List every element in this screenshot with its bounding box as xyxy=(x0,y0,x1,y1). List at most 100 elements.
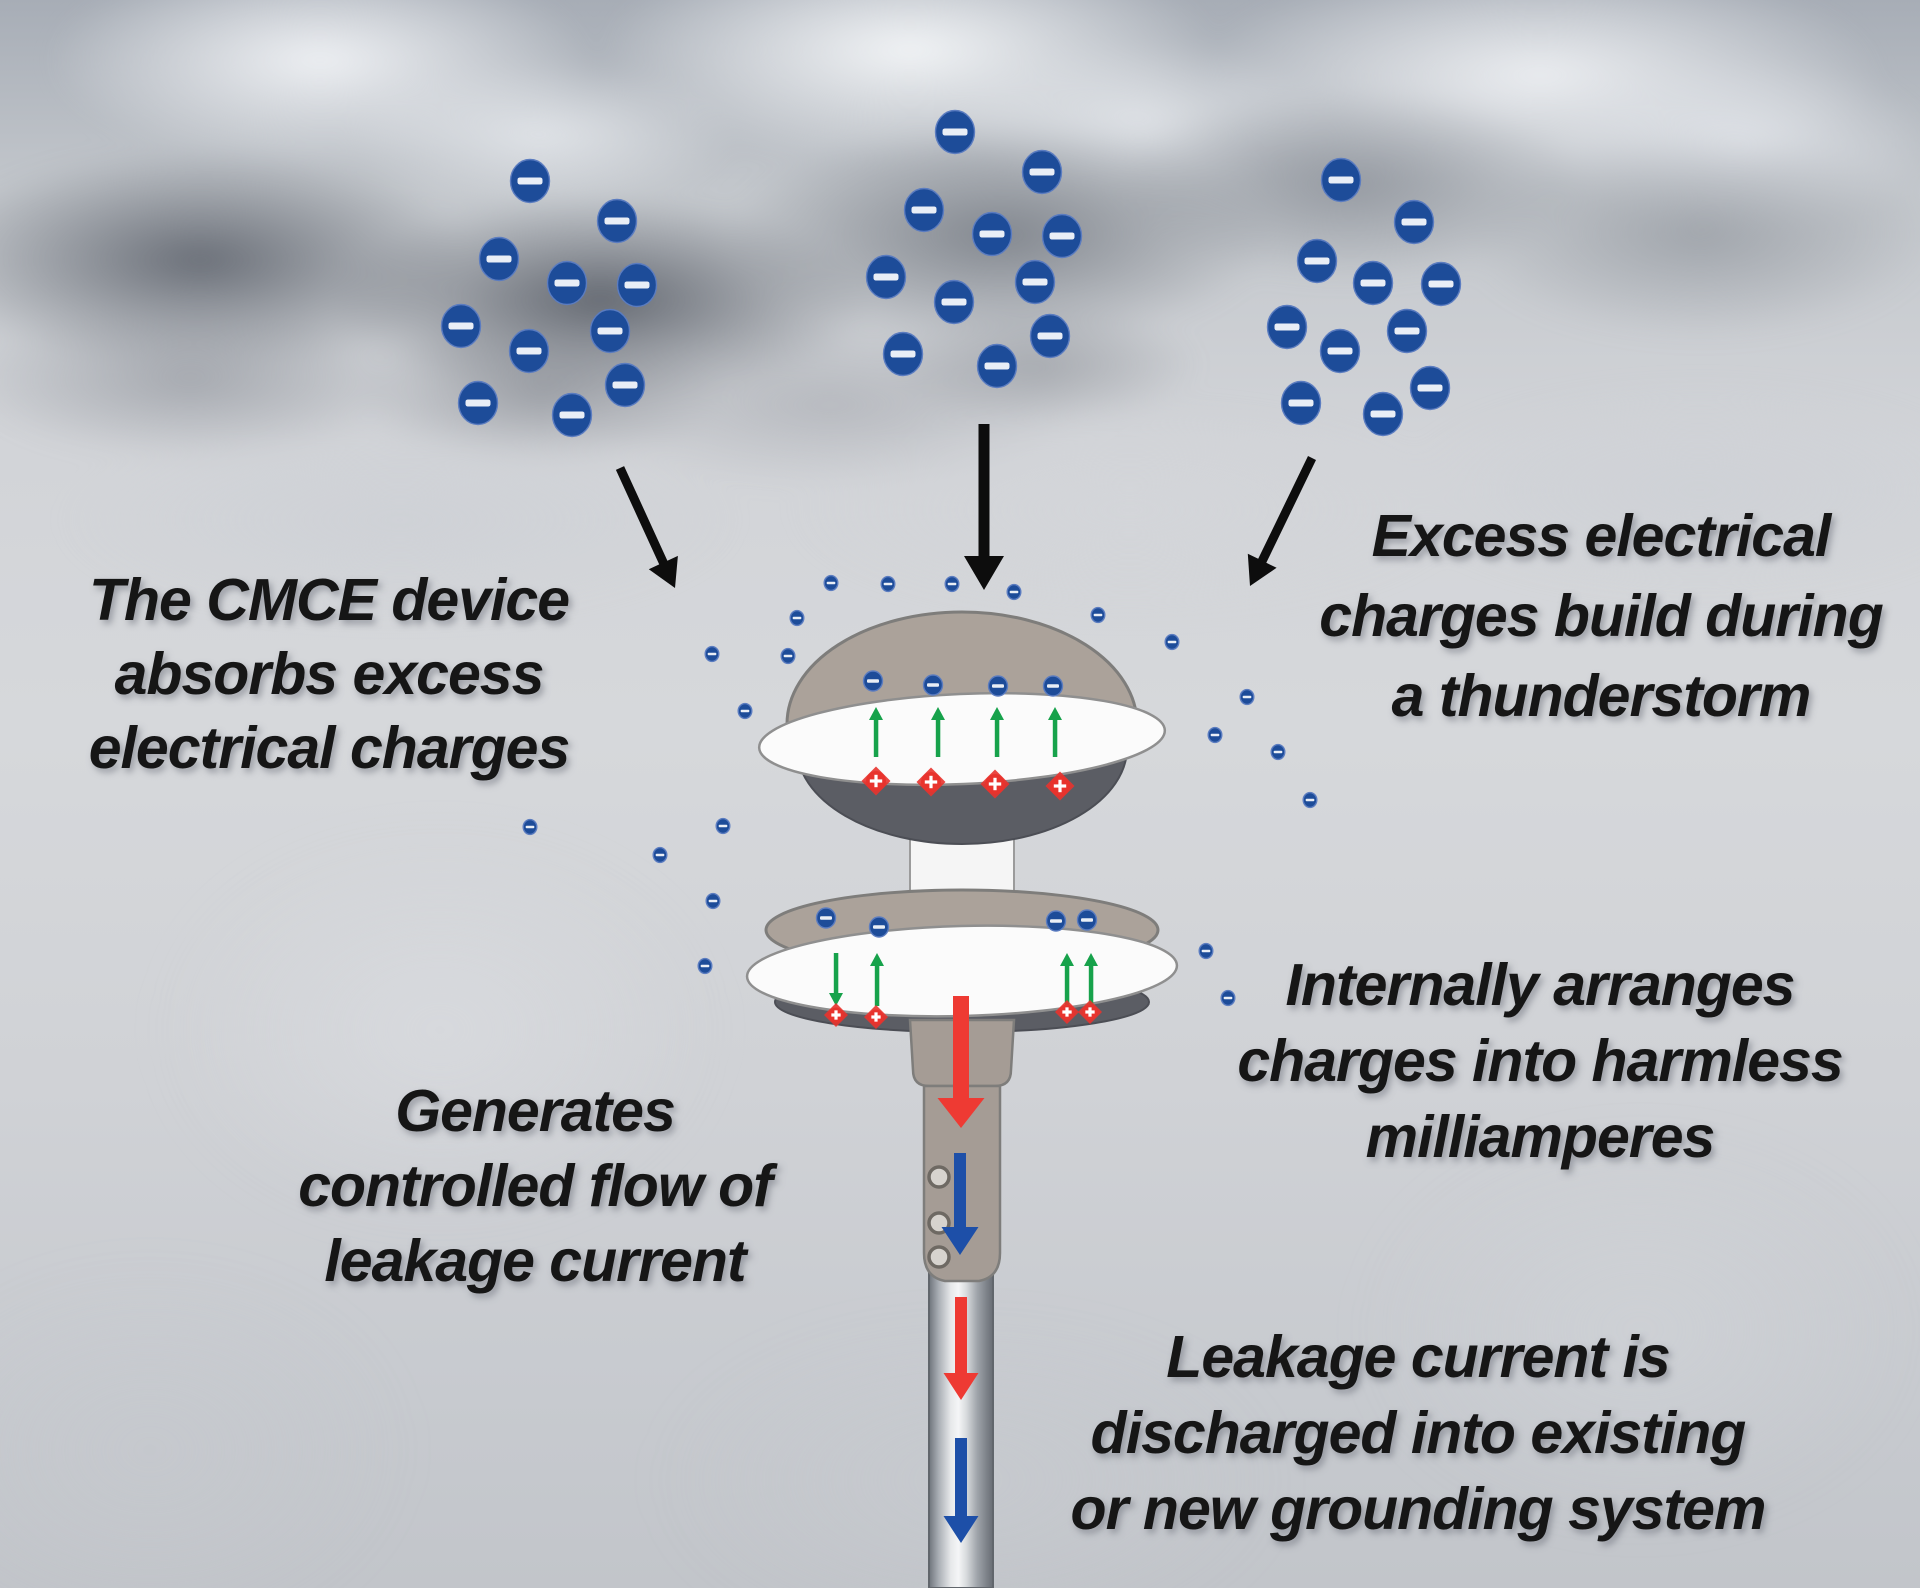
charge-flow-arrows xyxy=(615,424,1316,590)
dark-cloud xyxy=(1380,95,1920,375)
negative-charge xyxy=(976,343,1018,389)
negative-charge xyxy=(1320,157,1362,203)
ambient-negative-dot xyxy=(823,574,839,592)
negative-charge xyxy=(934,109,976,155)
ambient-negative-dot xyxy=(880,575,896,593)
negative-charge xyxy=(971,211,1013,257)
label-line: Internally arranges xyxy=(1285,952,1796,1018)
negative-charge xyxy=(933,279,975,325)
ambient-negative-dot xyxy=(704,645,720,663)
cloud-charge-clusters xyxy=(440,109,1462,438)
ambient-negative-dot xyxy=(652,846,668,864)
ambient-negative-dot xyxy=(1090,606,1106,624)
label-internally-arranges: Internally arranges charges into harmles… xyxy=(1237,947,1843,1175)
leakage-blue-arrow-upper xyxy=(941,1153,979,1255)
ambient-negative-dot xyxy=(789,609,805,627)
leakage-red-arrow-lower xyxy=(943,1297,979,1400)
label-line: electrical charges xyxy=(88,715,571,781)
leakage-red-arrow-upper xyxy=(937,996,985,1128)
label-line: Leakage current is xyxy=(1166,1324,1670,1390)
negative-charge xyxy=(1386,308,1428,354)
negative-charge xyxy=(1362,391,1404,437)
label-cmce-absorbs: The CMCE device absorbs excess electrica… xyxy=(88,563,571,785)
pole-hole xyxy=(927,1165,951,1189)
negative-charge xyxy=(596,198,638,244)
negative-charge xyxy=(882,331,924,377)
green-charge-arrow xyxy=(870,953,884,1006)
negative-charge xyxy=(1029,313,1071,359)
label-line: discharged into existing xyxy=(1090,1400,1747,1466)
charge-flow-arrow-left xyxy=(615,466,678,588)
negative-charge xyxy=(546,260,588,306)
label-line: milliamperes xyxy=(1365,1104,1716,1170)
ambient-charge-dots xyxy=(522,574,1318,1007)
green-charge-arrow xyxy=(829,953,843,1006)
label-line: charges into harmless xyxy=(1237,1028,1843,1094)
negative-charge xyxy=(478,236,520,282)
label-line: Generates xyxy=(395,1078,676,1144)
label-line: absorbs excess xyxy=(114,641,545,707)
positive-charge-mark xyxy=(1045,771,1075,801)
pole-hole xyxy=(927,1245,951,1269)
green-charge-arrow xyxy=(990,707,1004,757)
positive-charge-mark xyxy=(864,1005,888,1029)
label-line: The CMCE device xyxy=(88,567,570,633)
negative-charge xyxy=(616,262,658,308)
ambient-negative-dot xyxy=(1207,726,1223,744)
negative-charge xyxy=(551,392,593,438)
ambient-negative-dot xyxy=(1302,791,1318,809)
negative-charge xyxy=(604,362,646,408)
charge-flow-arrow-right xyxy=(1247,456,1316,586)
device-negative-dot xyxy=(1045,910,1067,932)
label-discharged-grounding: Leakage current is discharged into exist… xyxy=(1070,1319,1767,1547)
device-negative-dot xyxy=(1076,909,1098,931)
green-charge-arrow xyxy=(869,707,883,757)
label-line: or new grounding system xyxy=(1070,1476,1767,1542)
negative-charge xyxy=(865,254,907,300)
leakage-blue-arrow-lower xyxy=(943,1438,979,1543)
negative-charge xyxy=(1409,365,1451,411)
ambient-negative-dot xyxy=(1198,942,1214,960)
charge-flow-arrow-middle xyxy=(964,424,1004,590)
positive-charge-marks xyxy=(824,766,1102,1029)
negative-charge xyxy=(1014,259,1056,305)
negative-charge xyxy=(1352,260,1394,306)
cloud-fade xyxy=(1280,340,1920,640)
haze-patch xyxy=(1260,1060,1920,1588)
negative-charge xyxy=(1266,304,1308,350)
negative-charge xyxy=(1296,238,1338,284)
device-negative-dot xyxy=(1042,675,1064,697)
ambient-negative-dot xyxy=(1220,989,1236,1007)
positive-charge-mark xyxy=(861,766,891,796)
label-line: controlled flow of xyxy=(298,1153,773,1219)
green-charge-arrow xyxy=(1084,953,1098,1006)
label-charges-build: Excess electrical charges build during a… xyxy=(1319,496,1883,736)
device-negative-dot xyxy=(862,670,884,692)
device-negative-dot xyxy=(987,675,1009,697)
ambient-negative-dot xyxy=(1239,688,1255,706)
ambient-negative-dot xyxy=(522,818,538,836)
negative-charge xyxy=(1319,328,1361,374)
internal-charge-arrows xyxy=(829,707,1098,1006)
negative-charge xyxy=(1420,261,1462,307)
device-negative-dot xyxy=(922,674,944,696)
green-charge-arrow xyxy=(1048,707,1062,757)
device-top-ring xyxy=(757,691,1167,787)
positive-charge-mark xyxy=(980,769,1010,799)
ambient-negative-dot xyxy=(944,575,960,593)
device-surface-charges xyxy=(815,670,1098,938)
device-negative-dot xyxy=(815,907,837,929)
green-charge-arrow xyxy=(1060,953,1074,1006)
positive-charge-mark xyxy=(916,767,946,797)
haze-patch xyxy=(60,760,820,1300)
ambient-negative-dot xyxy=(715,817,731,835)
ambient-negative-dot xyxy=(705,892,721,910)
leakage-current-arrows xyxy=(937,996,985,1543)
label-generates-flow: Generates controlled flow of leakage cur… xyxy=(298,1074,773,1299)
positive-charge-mark xyxy=(1055,1000,1079,1024)
negative-charge xyxy=(1280,380,1322,426)
ambient-negative-dot xyxy=(737,702,753,720)
green-charge-arrow xyxy=(931,707,945,757)
negative-charge xyxy=(1393,199,1435,245)
